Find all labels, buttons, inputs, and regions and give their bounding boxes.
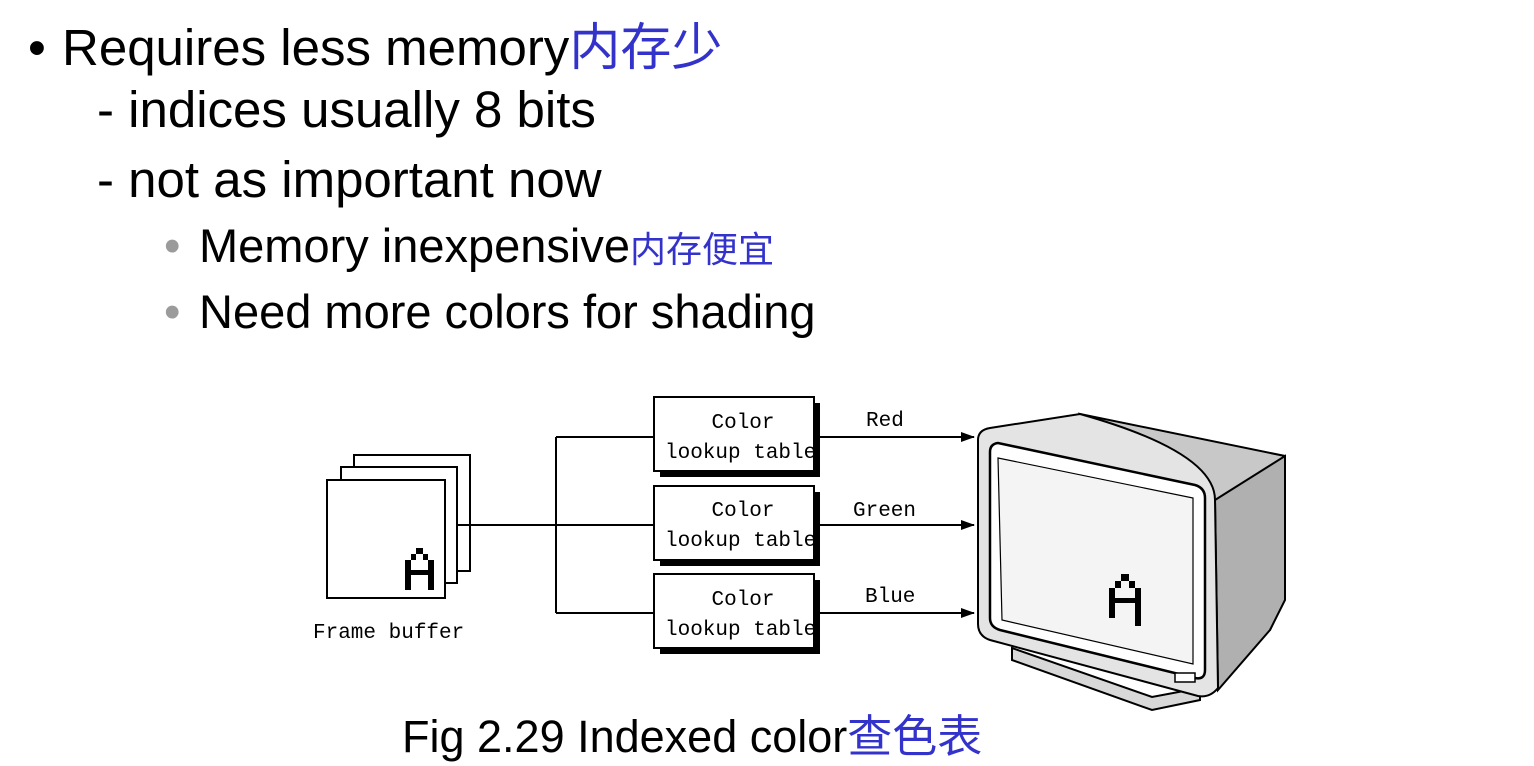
bullet-chinese: 内存便宜 [630,230,775,271]
lut-label-line2: lookup table [665,619,816,642]
bullet-requires-less-memory: • Requires less memory内存少 [28,6,722,80]
bullet-chinese: 内存少 [569,19,723,78]
bullet-text: Need more colors for shading [199,285,816,338]
bullet-dot: • [28,19,46,76]
bullet-dot: • [164,219,181,272]
monitor-pixel-a-glyph [1109,574,1141,626]
lut-label-line1: Color [711,589,774,612]
lut-label-line2: lookup table [665,442,816,465]
frame-buffer-stack [326,454,471,599]
lookup-table-red: Color lookup table [653,396,820,477]
channel-label-red: Red [866,410,904,433]
output-arrows [820,432,975,618]
bullet-dot: • [164,285,181,338]
lut-label-line1: Color [711,500,774,523]
caption-chinese: 查色表 [847,710,983,763]
subbullet-indices: - indices usually 8 bits [97,81,596,138]
lookup-table-green: Color lookup table [653,485,820,566]
bullet-text: Requires less memory [62,19,570,76]
subsubbullet-more-colors: • Need more colors for shading [164,284,816,339]
lut-label-line2: lookup table [665,530,816,553]
crt-monitor [977,412,1286,712]
subbullet-not-important: - not as important now [97,151,602,208]
caption-text: Fig 2.29 Indexed color [402,711,848,762]
channel-label-green: Green [853,500,916,523]
channel-label-blue: Blue [865,586,915,609]
subsubbullet-memory-inexpensive: • Memory inexpensive内存便宜 [164,218,774,273]
bullet-text: Memory inexpensive [199,219,631,272]
connector-lines [457,436,654,614]
frame-buffer-label: Frame buffer [313,622,464,645]
figure-caption: Fig 2.29 Indexed color查色表 [402,700,982,765]
lut-label-line1: Color [711,412,774,435]
lookup-table-blue: Color lookup table [653,573,820,654]
pixel-a-glyph [405,548,434,590]
